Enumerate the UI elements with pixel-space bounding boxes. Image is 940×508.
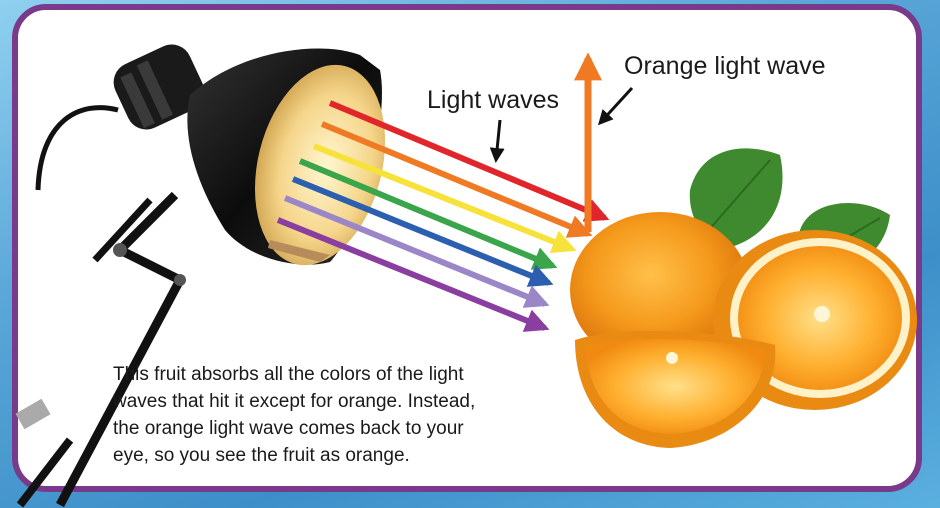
caption-line: waves that hit it except for orange. Ins… [113,388,583,415]
light-waves-label: Light waves [427,86,559,115]
caption-line: This fruit absorbs all the colors of the… [113,361,583,388]
caption-line: the orange light wave comes back to your [113,415,583,442]
orange-light-wave-label: Orange light wave [624,52,826,81]
orange-fruit-icon [570,212,917,448]
orange-wave-pointer [600,88,632,123]
caption-text: This fruit absorbs all the colors of the… [113,361,583,469]
light-waves-pointer [496,120,500,160]
caption-line: eye, so you see the fruit as orange. [113,442,583,469]
wave-purple [278,220,545,328]
